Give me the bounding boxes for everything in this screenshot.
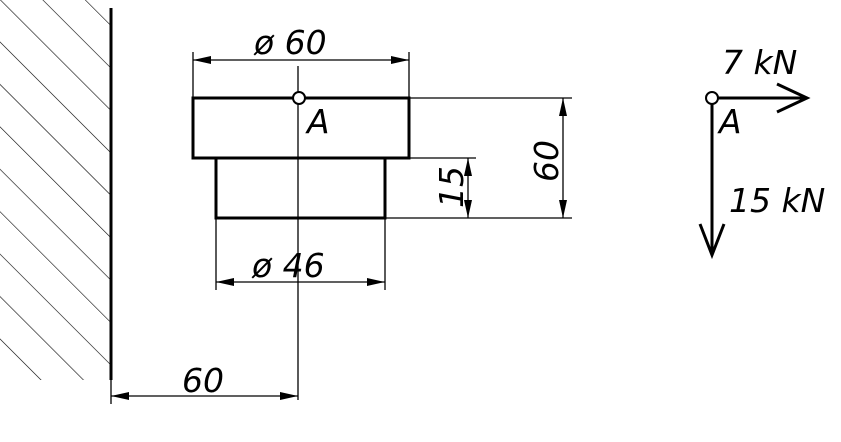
wall-hatching [0,0,111,380]
bottom-diameter-label: ø 46 [251,246,325,285]
point-a-label: A [305,102,330,141]
vertical-force-arrow [698,104,726,260]
dimension-step-height: 15 [409,157,476,218]
dimension-total-height: 60 [385,97,572,219]
load-diagram: A 7 kN 15 kN [698,43,825,260]
dimension-wall-offset: 60 [110,361,298,404]
dimension-bottom-diameter: ø 46 [215,218,386,290]
wall [0,0,113,380]
point-a-marker [292,91,306,105]
horizontal-force-label: 7 kN [722,43,797,82]
horizontal-force-arrow [718,82,811,114]
step-height-label: 15 [432,166,471,208]
load-point-a-label: A [717,102,742,141]
dimension-top-diameter: ø 60 [192,23,410,98]
top-diameter-label: ø 60 [253,23,327,62]
flange-body [191,96,411,160]
total-height-label: 60 [527,140,566,182]
stem-body [214,156,387,220]
vertical-force-label: 15 kN [729,181,825,220]
load-point-a-marker [705,91,719,105]
wall-offset-label: 60 [182,361,224,400]
